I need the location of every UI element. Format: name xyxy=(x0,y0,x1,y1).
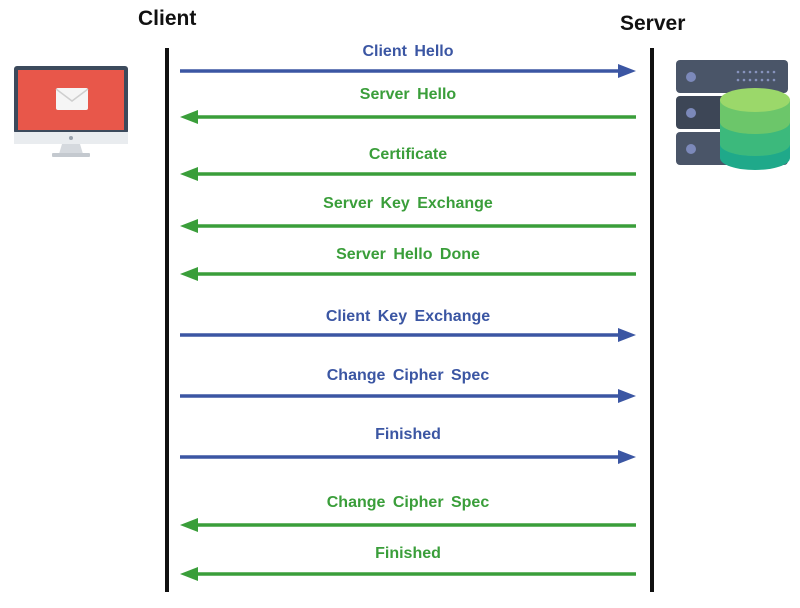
arrow-to-client xyxy=(180,567,636,581)
arrow-to-server xyxy=(180,64,636,78)
arrow-to-server xyxy=(180,450,636,464)
arrow-to-server xyxy=(180,328,636,342)
message-label: Certificate xyxy=(368,146,448,163)
client-title: Client xyxy=(138,7,197,30)
server-title: Server xyxy=(620,12,686,35)
arrow-to-client xyxy=(180,219,636,233)
arrow-to-client xyxy=(180,110,636,124)
message-label: Change Cipher Spec xyxy=(326,367,490,384)
client-lifeline xyxy=(165,48,169,592)
message-label: Finished xyxy=(375,545,441,562)
message-label: Change Cipher Spec xyxy=(326,494,490,511)
server-rack-database-icon xyxy=(676,60,790,170)
arrow-to-client xyxy=(180,167,636,181)
arrow-to-client xyxy=(180,518,636,532)
arrow-to-server xyxy=(180,389,636,403)
message-label: Client Hello xyxy=(362,43,454,60)
desktop-monitor-mail-icon xyxy=(14,66,128,157)
message-label: Client Key Exchange xyxy=(325,308,491,325)
message-label: Finished xyxy=(375,426,441,443)
message-label: Server Key Exchange xyxy=(323,195,493,212)
message-label: Server Hello xyxy=(359,86,457,103)
server-lifeline xyxy=(650,48,654,592)
arrow-to-client xyxy=(180,267,636,281)
message-label: Server Hello Done xyxy=(336,246,480,263)
